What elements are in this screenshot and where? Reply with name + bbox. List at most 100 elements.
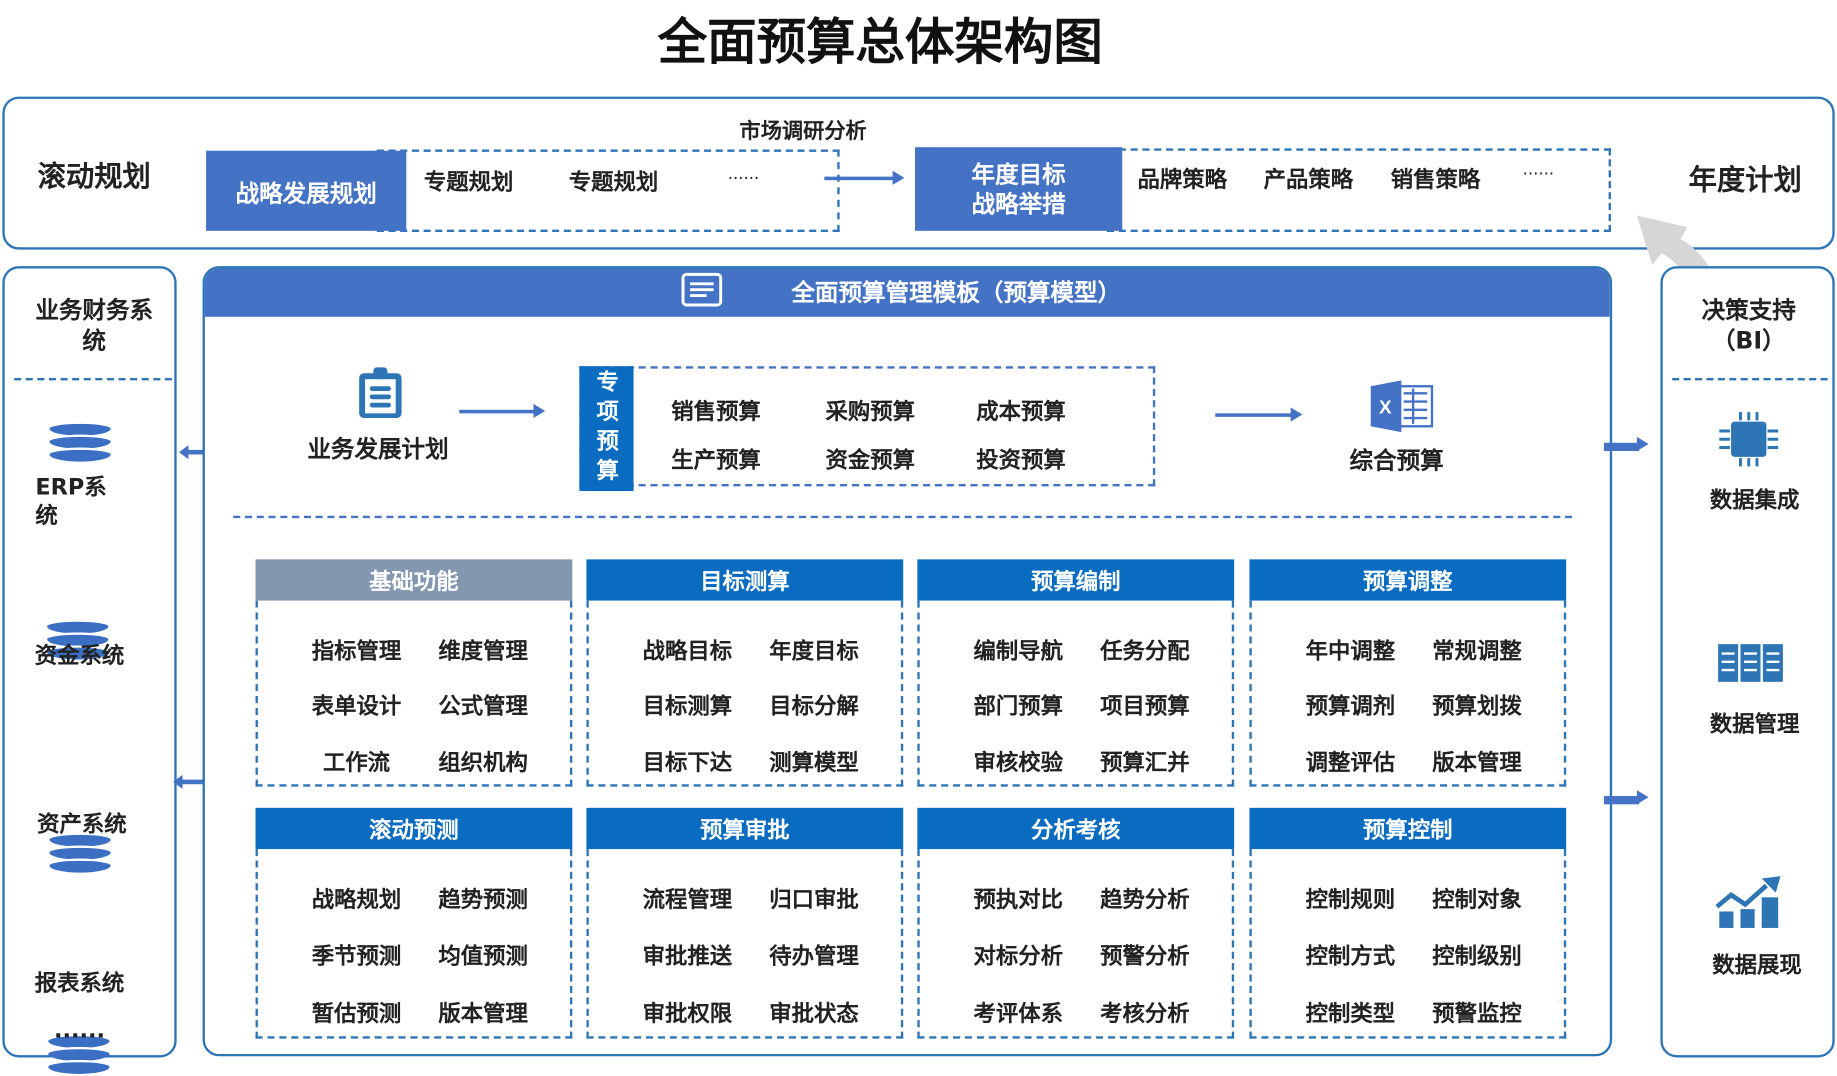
- module-header: 基础功能: [255, 559, 573, 601]
- module-body: 控制规则控制对象控制方式控制级别控制类型预警监控: [1249, 849, 1567, 1039]
- module-item: 趋势分析: [1100, 886, 1190, 913]
- module-item: 暂估预测: [311, 1000, 402, 1027]
- module-body: 指标管理 维度管理表单设计 公式管理工作流 组织机构: [255, 600, 573, 787]
- combined-budget-label: 综合预算: [1349, 446, 1444, 475]
- ellipsis: ......: [1522, 160, 1555, 179]
- clipboard-icon: [359, 367, 402, 419]
- module-6: 预算审批流程管理归口审批审批推送待办管理审批权限审批状态: [586, 807, 904, 1039]
- annual-target-box: 年度目标战略举措: [914, 147, 1123, 231]
- strategy-item: 销售策略: [1390, 167, 1481, 194]
- module-item: 任务分配: [1100, 638, 1190, 665]
- topic-plan: 专题规划: [423, 169, 514, 196]
- module-item: 常规调整: [1432, 638, 1522, 665]
- arrow-right-icon: [459, 403, 546, 419]
- budget-item: 成本预算: [976, 399, 1066, 426]
- module-header: 预算编制: [917, 559, 1235, 601]
- panel-header-bar: [204, 268, 1610, 317]
- module-body: 预执对比趋势分析对标分析预警分析考评体系考核分析: [917, 849, 1235, 1039]
- annual-plan-label: 年度计划: [1688, 163, 1802, 197]
- module-item: 控制对象: [1432, 886, 1522, 913]
- module-item: 审核校验: [973, 749, 1064, 776]
- module-item: 审批权限: [642, 1000, 733, 1027]
- module-header: 目标测算: [586, 559, 904, 601]
- module-item: 预算汇并: [1100, 749, 1190, 776]
- module-item: 年中调整: [1305, 638, 1396, 665]
- page-title: 全面预算总体架构图: [657, 12, 1103, 71]
- module-item: 公式管理: [438, 693, 528, 720]
- special-budget-label: 专项预算: [579, 366, 634, 492]
- module-item: 测算模型: [769, 749, 859, 776]
- module-item: 预算调剂: [1305, 693, 1396, 720]
- rolling-plan-label: 滚动规划: [37, 160, 151, 194]
- module-item: 控制方式: [1305, 943, 1396, 970]
- arrow-right-icon: [1603, 790, 1649, 805]
- double-arrow-icon: [178, 445, 224, 460]
- strategy-item: 产品策略: [1263, 167, 1354, 194]
- divider: [233, 515, 1573, 519]
- business-plan-label: 业务发展计划: [307, 434, 449, 463]
- annual-target-line: 年度目标: [971, 159, 1066, 188]
- module-item: 表单设计: [311, 693, 402, 720]
- budget-model-title: 全面预算管理模板（预算模型）: [791, 277, 1122, 307]
- annual-target-line: 战略举措: [971, 189, 1066, 218]
- module-item: 归口审批: [769, 886, 859, 913]
- module-1: 基础功能指标管理 维度管理表单设计 公式管理工作流 组织机构: [255, 559, 573, 787]
- module-item: 维度管理: [438, 638, 528, 665]
- database-icon: [49, 832, 111, 875]
- special-budget-list: 销售预算 采购预算 成本预算 生产预算 资金预算 投资预算: [671, 394, 1106, 474]
- ellipsis: ......: [53, 1017, 105, 1044]
- module-item: 组织机构: [438, 749, 528, 776]
- system-erp: ERP系统: [35, 474, 107, 529]
- module-5: 滚动预测战略规划趋势预测季节预测均值预测暂估预测版本管理: [255, 807, 573, 1039]
- budget-item: 销售预算: [671, 399, 761, 426]
- module-7: 分析考核预执对比趋势分析对标分析预警分析考评体系考核分析: [917, 807, 1235, 1039]
- module-item: 控制级别: [1432, 943, 1522, 970]
- module-2: 目标测算战略目标年度目标目标测算目标分解目标下达测算模型: [586, 559, 904, 787]
- module-item: 编制导航: [973, 638, 1064, 665]
- budget-item: 采购预算: [825, 399, 916, 426]
- system-asset: 资产系统: [37, 811, 127, 838]
- module-item: 调整评估: [1305, 749, 1396, 776]
- module-body: 年中调整 常规调整预算调剂 预算划拨调整评估 版本管理: [1249, 600, 1567, 787]
- module-item: 目标下达: [642, 749, 733, 776]
- module-4: 预算调整年中调整常规调整预算调剂预算划拨调整评估版本管理: [1249, 559, 1567, 787]
- module-item: 待办管理: [769, 943, 859, 970]
- module-body: 战略规划趋势预测季节预测均值预测暂估预测版本管理: [255, 849, 573, 1039]
- module-item: 审批推送: [642, 943, 733, 970]
- divider: [14, 378, 172, 381]
- arrow-right-icon: [824, 170, 905, 185]
- module-item: 目标测算: [642, 693, 733, 720]
- module-item: 考核分析: [1100, 1000, 1190, 1027]
- module-item: 项目预算: [1100, 693, 1190, 720]
- double-arrow-icon: [173, 774, 218, 789]
- budget-item: 投资预算: [976, 447, 1066, 474]
- module-item: 预算划拨: [1432, 693, 1522, 720]
- module-header: 滚动预测: [255, 807, 573, 850]
- excel-icon: X: [1370, 380, 1434, 433]
- database-icon: [49, 421, 111, 464]
- module-body: 流程管理归口审批审批推送待办管理审批权限审批状态: [586, 849, 904, 1039]
- module-item: 预执对比: [973, 886, 1064, 913]
- module-item: 考评体系: [973, 1000, 1064, 1027]
- module-item: 工作流: [322, 749, 391, 776]
- module-item: 版本管理: [1432, 749, 1522, 776]
- topic-plan: 专题规划: [568, 169, 659, 196]
- svg-text:X: X: [1379, 396, 1392, 417]
- module-item: 战略规划: [311, 886, 402, 913]
- module-header: 分析考核: [917, 807, 1235, 850]
- bi-item: 数据展现: [1712, 952, 1802, 979]
- ellipsis: ......: [727, 164, 760, 184]
- module-body: 编制导航任务分配部门预算项目预算审核校验预算汇并: [917, 600, 1235, 787]
- divider: [1672, 378, 1828, 381]
- module-item: 版本管理: [438, 1000, 528, 1027]
- module-item: 指标管理: [311, 638, 402, 665]
- module-item: 流程管理: [642, 886, 733, 913]
- module-8: 预算控制控制规则控制对象控制方式控制级别控制类型预警监控: [1249, 807, 1567, 1039]
- chart-growth-icon: [1715, 876, 1781, 928]
- business-finance-panel: [2, 266, 177, 1058]
- decision-support-title: 决策支持（BI）: [1701, 295, 1796, 355]
- book-icon: [1718, 644, 1783, 682]
- system-fund: 资金系统: [34, 642, 125, 669]
- module-body: 战略目标年度目标目标测算目标分解目标下达测算模型: [586, 600, 904, 787]
- strategy-box: 战略发展规划: [206, 150, 407, 231]
